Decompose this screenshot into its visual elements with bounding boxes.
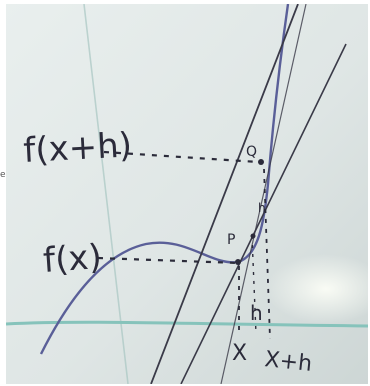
label-x-plus-h: X+h [263,347,313,377]
secant-line [150,4,299,384]
dotted-guide-xh [263,168,271,340]
label-h-vertical: h [258,201,266,215]
whiteboard-photo: f(x+h) f(x) Q P h h X X+h [6,4,368,384]
board-vertical-line [83,4,129,384]
dotted-guide-fxh [103,150,259,164]
dotted-guide-mid [251,235,257,335]
label-f-x: f(x) [42,237,103,281]
label-point-p: P [227,232,235,248]
point-mid-dot [250,233,256,239]
steep-line [220,4,307,384]
label-h: h [250,301,263,325]
light-glare [266,254,368,324]
teal-axis-line [6,320,368,328]
label-x: X [232,341,247,366]
whiteboard-background [6,4,368,384]
edge-text-fragment: e [0,170,6,180]
point-q-dot [258,159,264,165]
point-p-dot [235,259,241,265]
whiteboard-drawing: f(x+h) f(x) Q P h h X X+h [6,4,368,384]
tangent-line [180,43,347,384]
label-f-x-plus-h: f(x+h) [22,125,133,171]
label-point-q: Q [246,144,257,160]
